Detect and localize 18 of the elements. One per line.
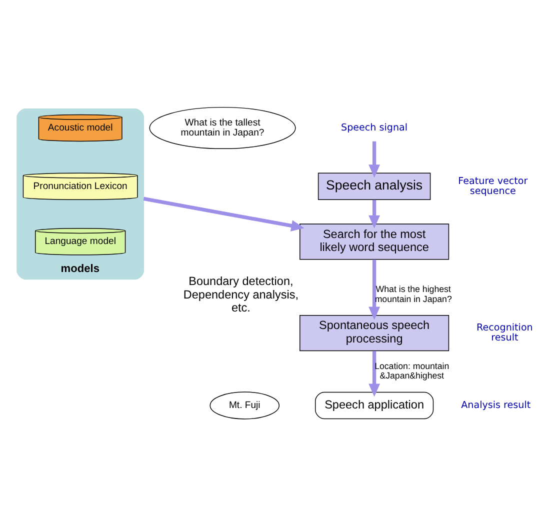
node-ellipse: Mt. Fuji: [210, 392, 280, 420]
edge-label: What is the highest mountain in Japan?: [374, 284, 452, 304]
label: Feature vector sequence: [458, 176, 528, 198]
node-box: Speech application: [315, 392, 434, 420]
node-box: Search for the most likely word sequence: [300, 224, 450, 260]
label: Analysis result: [461, 400, 531, 412]
arrow: [368, 350, 380, 397]
label: Recognition result: [476, 322, 533, 344]
node-ellipse: What is the tallest mountain in Japan?: [149, 106, 296, 150]
arrow: [368, 260, 380, 320]
arrow: [368, 141, 380, 178]
arrow: [368, 200, 380, 228]
node-box: Spontaneous speech processing: [300, 314, 450, 352]
edge-label: Location: mountain &Japan&highest: [374, 360, 450, 380]
node-box: Speech analysis: [318, 172, 431, 200]
node-label: Boundary detection, Dependency analysis, etc.: [183, 274, 299, 315]
arrow: [143, 196, 304, 232]
node-text: Speech signal: [341, 122, 408, 134]
